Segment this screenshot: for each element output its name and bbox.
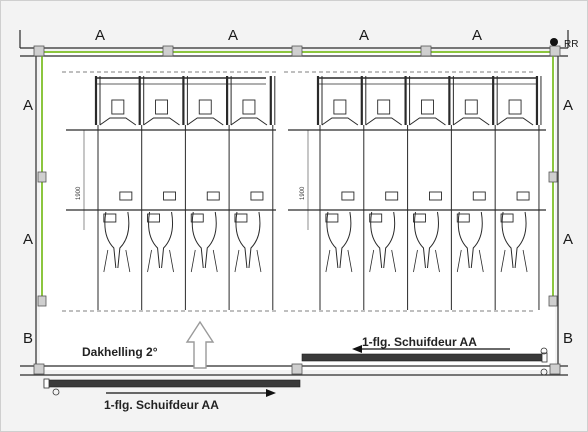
door-roller-right-2 — [540, 368, 548, 376]
door-arrow-bottom-icon — [266, 389, 276, 397]
dim-left-1: A — [23, 97, 33, 114]
rack-height-markers — [83, 130, 309, 230]
dim-left-3: B — [23, 330, 33, 347]
corner-label: RR — [564, 39, 578, 50]
door-bottom-label: 1-flg. Schuifdeur AA — [104, 398, 219, 412]
bicycle-icon — [326, 211, 352, 269]
door-handle-bottom — [43, 378, 50, 389]
dim-top-4: A — [472, 27, 482, 44]
bicycle-icon — [235, 211, 261, 269]
posts — [33, 45, 561, 375]
rack-height-label-left: 1900 — [76, 186, 82, 200]
bicycle-icon — [191, 211, 217, 269]
rain-pipe-icon — [550, 38, 558, 46]
bicycle-icon — [501, 211, 527, 269]
rack-height-label-right: 1900 — [300, 186, 306, 200]
slope-arrow-icon — [185, 320, 215, 369]
sliding-door-right — [301, 353, 543, 362]
bicycle-icon — [148, 211, 174, 269]
bicycle-icon — [413, 211, 439, 269]
dim-right-2: A — [563, 231, 573, 248]
sliding-door-bottom — [43, 379, 301, 388]
door-arrow-icon — [352, 345, 362, 353]
door-handle-right — [541, 352, 548, 363]
bicycle-icon — [370, 211, 396, 269]
bicycle-racks — [66, 76, 546, 310]
door-right-label: 1-flg. Schuifdeur AA — [362, 335, 477, 349]
bicycle-icon — [104, 211, 130, 269]
roof-slope-label: Dakhelling 2° — [82, 345, 158, 359]
dim-top-3: A — [359, 27, 369, 44]
dim-right-3: B — [563, 330, 573, 347]
door-roller-bottom — [52, 388, 60, 396]
dim-right-1: A — [563, 97, 573, 114]
guide-lines — [62, 71, 534, 312]
floor-area — [40, 52, 555, 370]
door-roller-right — [540, 347, 548, 355]
dim-top-2: A — [228, 27, 238, 44]
bicycle-icon — [457, 211, 483, 269]
dim-left-2: A — [23, 231, 33, 248]
dim-top-1: A — [95, 27, 105, 44]
